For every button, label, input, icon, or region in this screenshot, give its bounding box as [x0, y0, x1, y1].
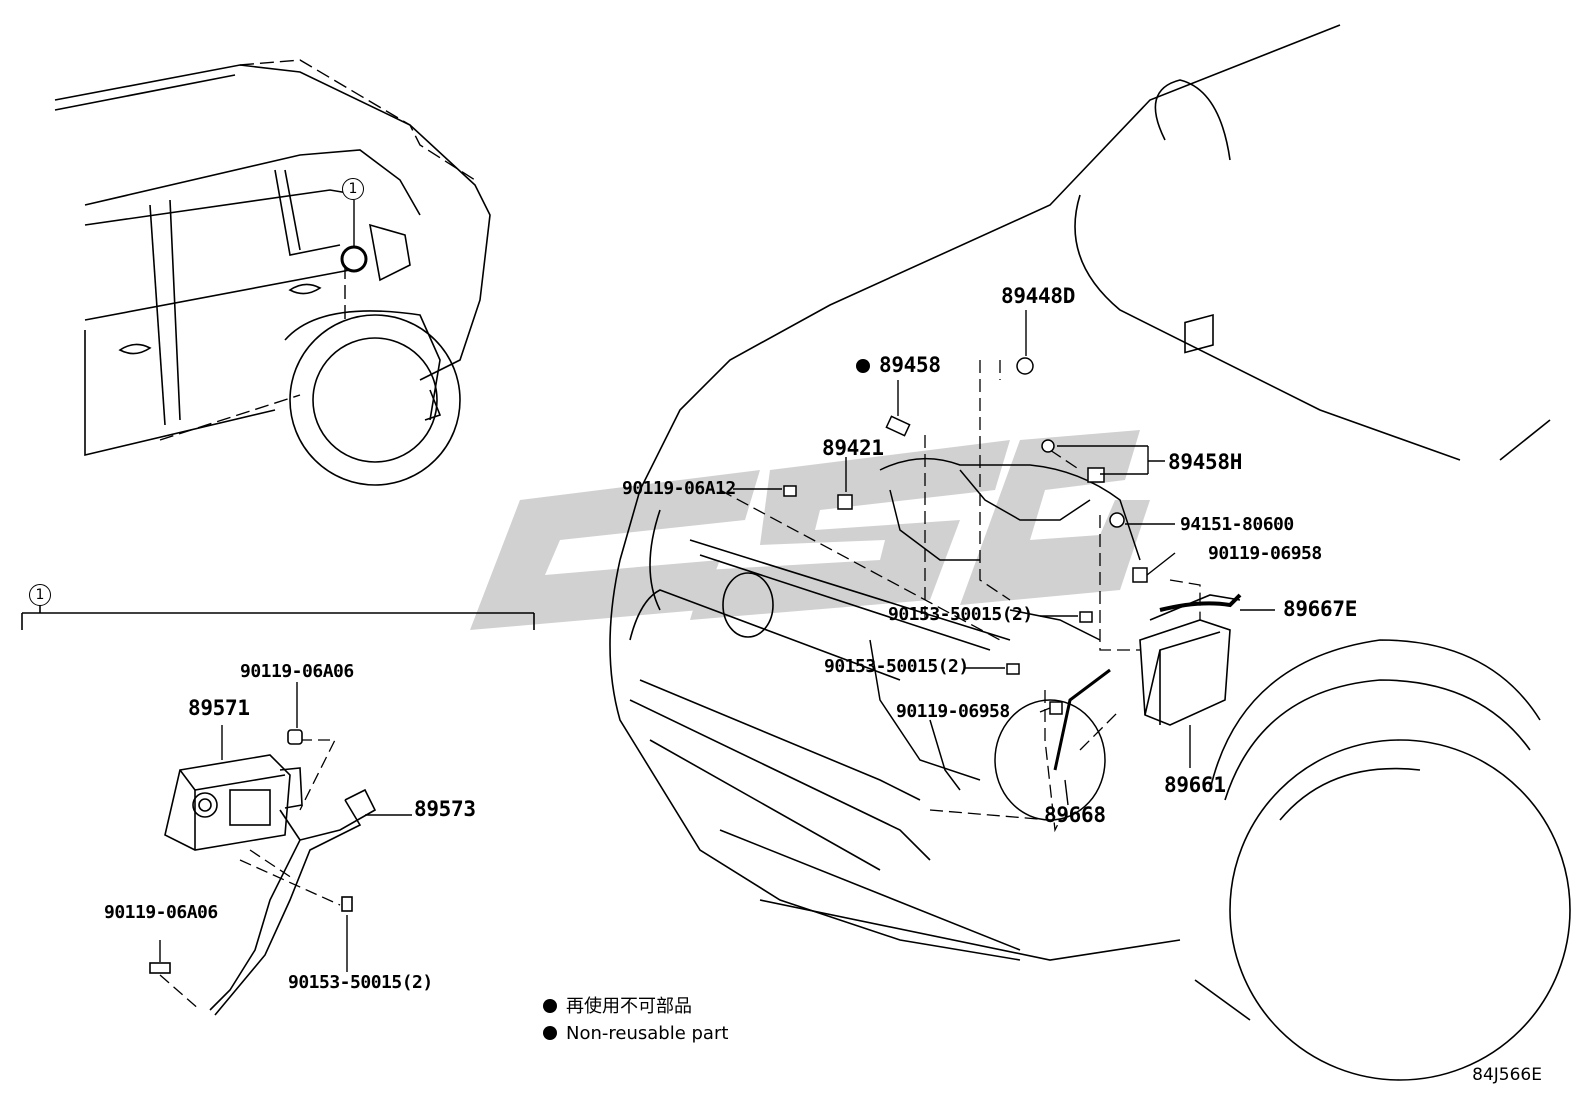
callout-number-vehicle: 1: [342, 178, 364, 200]
module-89571-drawing: [164, 754, 303, 851]
inset-leader-lines: [159, 682, 412, 972]
label-90119-06A06-lower: 90119-06A06: [104, 902, 218, 923]
inset-bracket: [21, 602, 535, 630]
label-90119-06958-lower: 90119-06958: [896, 701, 1010, 722]
right-leader-lines: [733, 310, 1275, 806]
label-89661: 89661: [1164, 773, 1226, 797]
label-90119-06A12: 90119-06A12: [622, 478, 736, 499]
legend-dot-icon: [543, 999, 557, 1013]
callout-number-inset: 1: [29, 584, 51, 606]
legend-dot-icon: [543, 1026, 557, 1040]
label-89458H: 89458H: [1168, 450, 1243, 474]
label-89421: 89421: [822, 436, 884, 460]
label-90119-06958-upper: 90119-06958: [1208, 543, 1322, 564]
callout-location-marker: [340, 245, 368, 273]
label-89571: 89571: [188, 696, 250, 720]
label-89458: 89458: [856, 355, 941, 376]
bracket-89573-drawing: [209, 788, 377, 1016]
inset-dashed-leaders: [159, 739, 341, 1011]
label-89448D: 89448D: [1001, 284, 1076, 308]
label-90119-06A06-upper: 90119-06A06: [240, 661, 354, 682]
engine-block: [869, 457, 1141, 821]
suv-rear-view: [54, 64, 491, 486]
non-reusable-dot-icon: [856, 359, 870, 373]
right-dashed-lines: [719, 360, 1201, 833]
legend-line-english: Non-reusable part: [543, 1023, 728, 1045]
label-89573: 89573: [414, 797, 476, 821]
diagram-code: 84J566E: [1472, 1065, 1542, 1085]
label-90153-50015-middle: 90153-50015(2): [824, 656, 969, 677]
suv-dashed-lines: [159, 59, 476, 441]
wire-89667E: [1159, 593, 1242, 612]
label-90153-50015-inset: 90153-50015(2): [288, 972, 433, 993]
inset-fasteners: [149, 729, 353, 974]
label-89667E: 89667E: [1283, 597, 1358, 621]
legend-line-japanese: 再使用不可部品: [543, 996, 692, 1018]
label-90153-50015-upper: 90153-50015(2): [888, 604, 1033, 625]
right-fasteners: [783, 357, 1148, 715]
label-89668: 89668: [1044, 803, 1106, 827]
label-94151-80600: 94151-80600: [1180, 514, 1294, 535]
wire-89668: [1053, 668, 1111, 771]
watermark-logo: [470, 430, 1150, 630]
vehicle-front-outline: [609, 24, 1551, 961]
front-wheel: [1194, 639, 1571, 1081]
